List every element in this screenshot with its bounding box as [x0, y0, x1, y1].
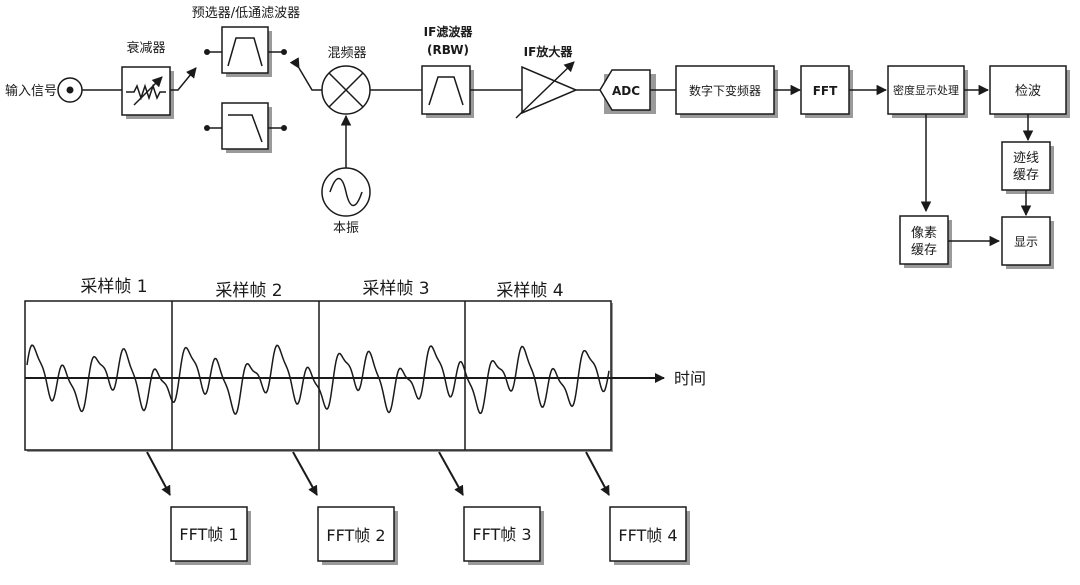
pixel-buffer-block	[899, 215, 952, 268]
trace-buffer-label-1: 迹线	[1013, 151, 1039, 166]
sample-frame-4-label: 采样帧 4	[496, 281, 563, 301]
fft-frame-2-box	[317, 506, 398, 565]
fft-frame-2-label: FFT帧 2	[326, 526, 385, 545]
arrow-frame-2-fft	[292, 451, 318, 496]
if-filter-rbw: (RBW)	[427, 43, 469, 57]
preselector-filter-block	[204, 26, 287, 77]
connector-switch-mixer	[289, 57, 322, 91]
fft-frame-1-box	[170, 506, 251, 565]
if-filter-title: IF滤波器	[424, 24, 474, 39]
pixel-buffer-label-2: 缓存	[911, 243, 937, 258]
fft-frame-3-label: FFT帧 3	[472, 525, 531, 544]
fft-label: FFT	[813, 84, 838, 98]
ddc-block	[675, 65, 778, 118]
fft-frame-4-label: FFT帧 4	[618, 526, 677, 545]
pixel-buffer-label-1: 像素	[911, 226, 937, 241]
detector-block	[989, 65, 1070, 118]
fft-frame-1-label: FFT帧 1	[179, 525, 238, 544]
mixer-label: 混频器	[327, 46, 366, 61]
if-amplifier-label: IF放大器	[524, 44, 574, 59]
input-signal-label: 输入信号	[5, 83, 57, 99]
ddc-label: 数字下变频器	[689, 83, 761, 98]
adc-block	[599, 69, 656, 114]
arrow-frame-3-fft	[438, 451, 464, 496]
sample-frame-1-label: 采样帧 1	[80, 277, 147, 297]
attenuator-label: 衰减器	[126, 40, 165, 56]
trace-buffer-label-2: 缓存	[1013, 168, 1039, 183]
sample-frame-3-label: 采样帧 3	[362, 279, 429, 299]
adc-label: ADC	[612, 84, 640, 98]
lowpass-filter-block	[204, 102, 287, 153]
arrow-frame-1-fft	[146, 451, 171, 496]
display-block	[1001, 216, 1054, 269]
time-axis-label: 时间	[674, 369, 706, 388]
if-filter-block	[421, 65, 474, 118]
signal-waveform	[26, 344, 610, 415]
sample-frame-2-label: 采样帧 2	[215, 281, 282, 301]
local-oscillator-label: 本振	[333, 221, 359, 236]
preselector-label: 预选器/低通滤波器	[192, 6, 300, 21]
fft-frame-3-box	[463, 506, 544, 565]
density-processing-label: 密度显示处理	[893, 83, 959, 97]
sample-frames-panel	[24, 300, 613, 452]
fft-block	[800, 65, 853, 118]
display-label: 显示	[1014, 235, 1038, 249]
mixer-symbol	[321, 65, 371, 115]
fft-frame-4-box	[609, 506, 690, 565]
density-processing-block	[887, 65, 968, 118]
local-oscillator-symbol	[321, 167, 371, 217]
input-connector	[57, 77, 83, 103]
if-amplifier-symbol	[515, 61, 578, 119]
attenuator-block	[121, 66, 174, 119]
detector-label: 检波	[1015, 84, 1041, 99]
arrow-frame-4-fft	[585, 451, 610, 496]
connector-attenuator-switch	[170, 67, 197, 91]
